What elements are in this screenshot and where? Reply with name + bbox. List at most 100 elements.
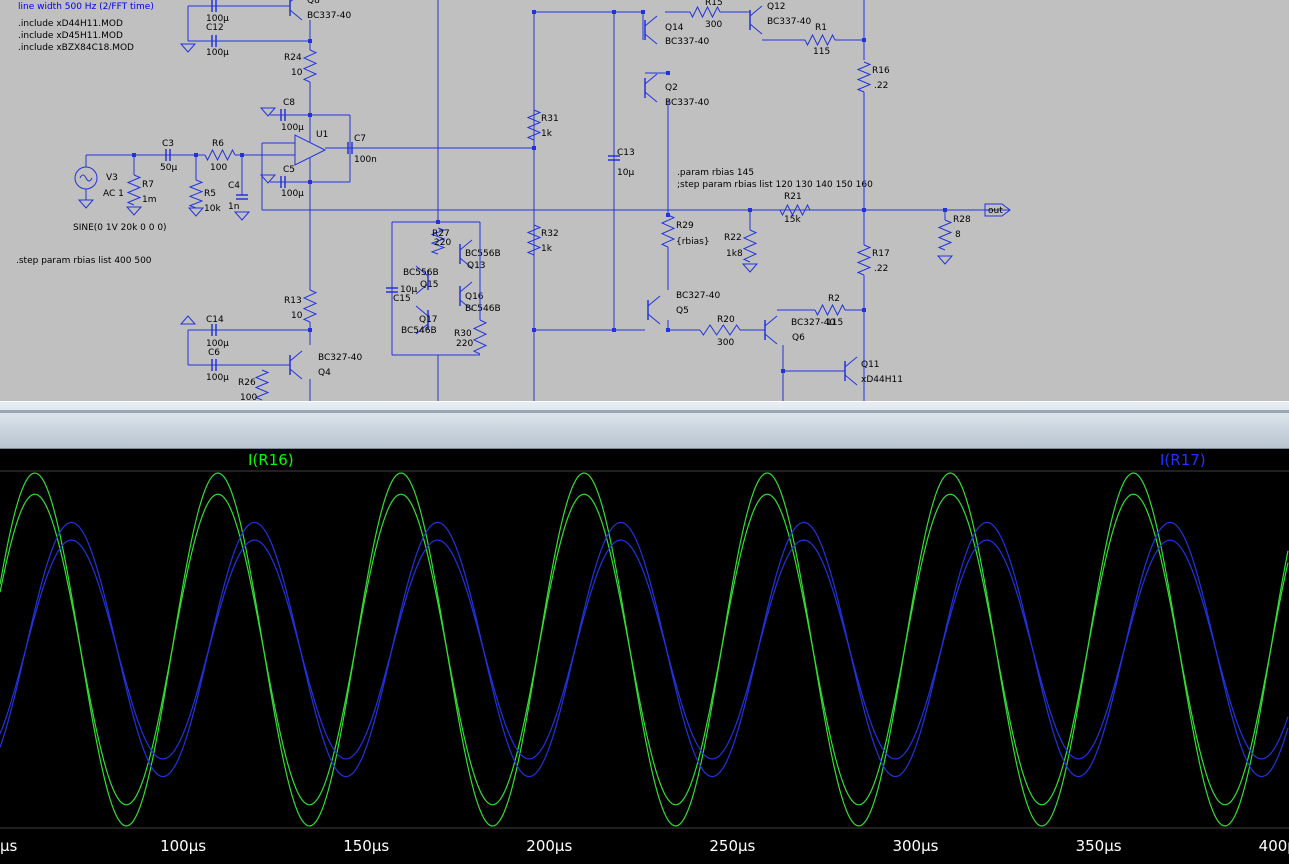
component-ref: R27: [432, 229, 450, 239]
component-ref: C8: [283, 98, 295, 108]
resistor-symbol[interactable]: [814, 303, 846, 317]
component-ref: C6: [208, 348, 220, 358]
pane-splitter[interactable]: [0, 401, 1289, 449]
component-value: BC327-40: [318, 353, 362, 363]
component-ref: R29: [676, 221, 694, 231]
transistor-emitter[interactable]: [289, 9, 303, 21]
resistor-symbol[interactable]: [660, 214, 676, 248]
component-value: BC546B: [401, 326, 437, 336]
ground-icon: [233, 211, 251, 221]
transistor-emitter[interactable]: [844, 374, 858, 386]
net-label-flag[interactable]: [984, 203, 1011, 217]
transistor-emitter[interactable]: [647, 313, 661, 325]
transistor-collector[interactable]: [644, 73, 658, 85]
transistor-collector[interactable]: [647, 295, 661, 307]
resistor-symbol[interactable]: [126, 174, 142, 206]
component-value: 1k: [541, 129, 553, 139]
component-ref: C13: [617, 148, 635, 158]
component-ref: R6: [212, 139, 224, 149]
trace-label-ir17[interactable]: I(R17): [1160, 451, 1206, 469]
component-ref: R26: [238, 378, 256, 388]
opamp-symbol[interactable]: [294, 134, 327, 166]
x-tick-label: 350µs: [1076, 837, 1122, 855]
x-tick-label: µs: [0, 837, 18, 855]
ground-icon: [741, 263, 759, 273]
splitter-grip[interactable]: [0, 410, 1289, 413]
trace-ir16-step1[interactable]: [0, 493, 1289, 806]
component-value: 1m: [142, 195, 157, 205]
resistor-symbol[interactable]: [526, 109, 542, 141]
transistor-emitter[interactable]: [289, 368, 303, 380]
resistor-symbol[interactable]: [526, 224, 542, 256]
directive-text: line width 500 Hz (2/FFT time): [18, 2, 154, 12]
transistor-collector[interactable]: [289, 0, 302, 3]
component-value: 115: [813, 47, 830, 57]
component-ref: Q15: [420, 280, 439, 290]
transistor-emitter[interactable]: [764, 333, 778, 345]
component-value: 100µ: [206, 373, 229, 383]
directive-text: .include xD44H11.MOD: [18, 19, 123, 29]
transistor-emitter[interactable]: [459, 299, 473, 311]
transistor-emitter[interactable]: [644, 33, 658, 45]
schematic-editor[interactable]: line width 500 Hz (2/FFT time) .include x…: [0, 0, 1289, 401]
transistor-emitter[interactable]: [749, 23, 763, 35]
transistor-collector[interactable]: [415, 305, 429, 317]
ground-icon: [125, 206, 143, 216]
component-value: 10: [291, 68, 303, 78]
component-value: BC337-40: [767, 17, 811, 27]
junction-dot: [641, 10, 645, 14]
component-ref: R7: [142, 180, 154, 190]
transistor-collector[interactable]: [459, 239, 473, 251]
trace-ir16-step0[interactable]: [0, 472, 1289, 827]
resistor-symbol[interactable]: [779, 203, 811, 217]
ground-icon: [936, 255, 954, 265]
resistor-symbol[interactable]: [472, 319, 488, 355]
transistor-emitter[interactable]: [459, 257, 473, 269]
x-tick-label: 150µs: [343, 837, 389, 855]
component-ref: C12: [206, 23, 224, 33]
resistor-symbol[interactable]: [856, 61, 872, 93]
transistor-collector[interactable]: [644, 15, 658, 27]
resistor-symbol[interactable]: [302, 289, 318, 323]
directive-text: SINE(0 1V 20k 0 0 0): [73, 223, 167, 233]
resistor-symbol[interactable]: [204, 148, 236, 162]
x-tick-label: 400µs: [1259, 837, 1289, 855]
resistor-symbol[interactable]: [689, 5, 721, 19]
component-value: 115: [826, 318, 843, 328]
transistor-collector[interactable]: [415, 265, 429, 277]
resistor-symbol[interactable]: [742, 229, 758, 263]
waveform-plot-area[interactable]: µs100µs150µs200µs250µs300µs350µs400µs: [0, 449, 1289, 864]
transistor-collector[interactable]: [289, 350, 303, 362]
resistor-symbol[interactable]: [302, 49, 318, 83]
transistor-collector[interactable]: [764, 315, 778, 327]
resistor-symbol[interactable]: [430, 227, 446, 255]
transistor-emitter[interactable]: [415, 323, 429, 335]
resistor-symbol[interactable]: [856, 244, 872, 276]
resistor-symbol[interactable]: [254, 369, 270, 401]
component-ref: R16: [872, 66, 890, 76]
trace-ir17-step1[interactable]: [0, 539, 1289, 760]
component-value: 100µ: [206, 48, 229, 58]
resistor-symbol[interactable]: [804, 33, 836, 47]
x-tick-label: 200µs: [526, 837, 572, 855]
component-ref: R21: [784, 192, 802, 202]
transistor-collector[interactable]: [459, 281, 473, 293]
transistor-collector[interactable]: [844, 356, 858, 368]
transistor-collector[interactable]: [749, 5, 763, 17]
component-ref: C7: [354, 134, 366, 144]
component-ref: R22: [724, 233, 742, 243]
resistor-symbol[interactable]: [188, 179, 204, 209]
schematic-canvas[interactable]: line width 500 Hz (2/FFT time) .include x…: [0, 0, 1289, 401]
resistor-symbol[interactable]: [699, 324, 741, 336]
component-value: 220: [434, 238, 451, 248]
resistor-symbol[interactable]: [937, 219, 953, 251]
trace-ir17-step0[interactable]: [0, 521, 1289, 778]
x-tick-label: 300µs: [892, 837, 938, 855]
transistor-emitter[interactable]: [644, 91, 658, 103]
component-value: .22: [874, 264, 888, 274]
trace-label-ir16[interactable]: I(R16): [248, 451, 294, 469]
transistor-emitter[interactable]: [415, 283, 429, 295]
component-value: 100: [240, 393, 257, 401]
component-value: 100n: [354, 155, 377, 165]
